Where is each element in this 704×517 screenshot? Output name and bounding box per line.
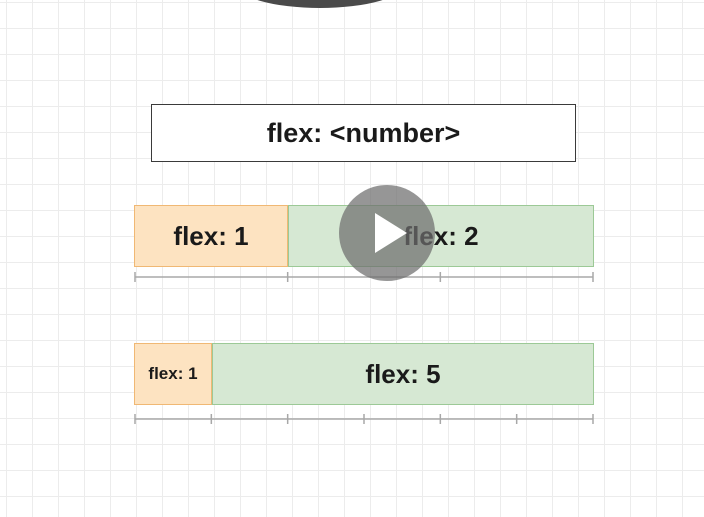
- row-2-segment-1: flex: 1: [134, 343, 212, 405]
- ruler-1-svg: [134, 272, 594, 282]
- ruler-2-svg: [134, 414, 594, 424]
- row-2-segment-2: flex: 5: [212, 343, 594, 405]
- title-box: flex: <number>: [151, 104, 576, 162]
- play-button[interactable]: [339, 185, 435, 281]
- row-2-segment-1-label: flex: 1: [148, 364, 198, 383]
- flex-row-2: flex: 1 flex: 5: [134, 343, 594, 405]
- play-icon: [375, 213, 407, 253]
- row-1-segment-1: flex: 1: [134, 205, 288, 267]
- ruler-1: [134, 270, 594, 284]
- top-decorative-shape: [236, 0, 404, 8]
- row-1-segment-1-label: flex: 1: [173, 220, 249, 251]
- row-2-segment-2-label: flex: 5: [365, 358, 441, 389]
- row-1-segment-2: flex: 2: [288, 205, 594, 267]
- title-text: flex: <number>: [266, 117, 461, 148]
- ruler-2: [134, 412, 594, 426]
